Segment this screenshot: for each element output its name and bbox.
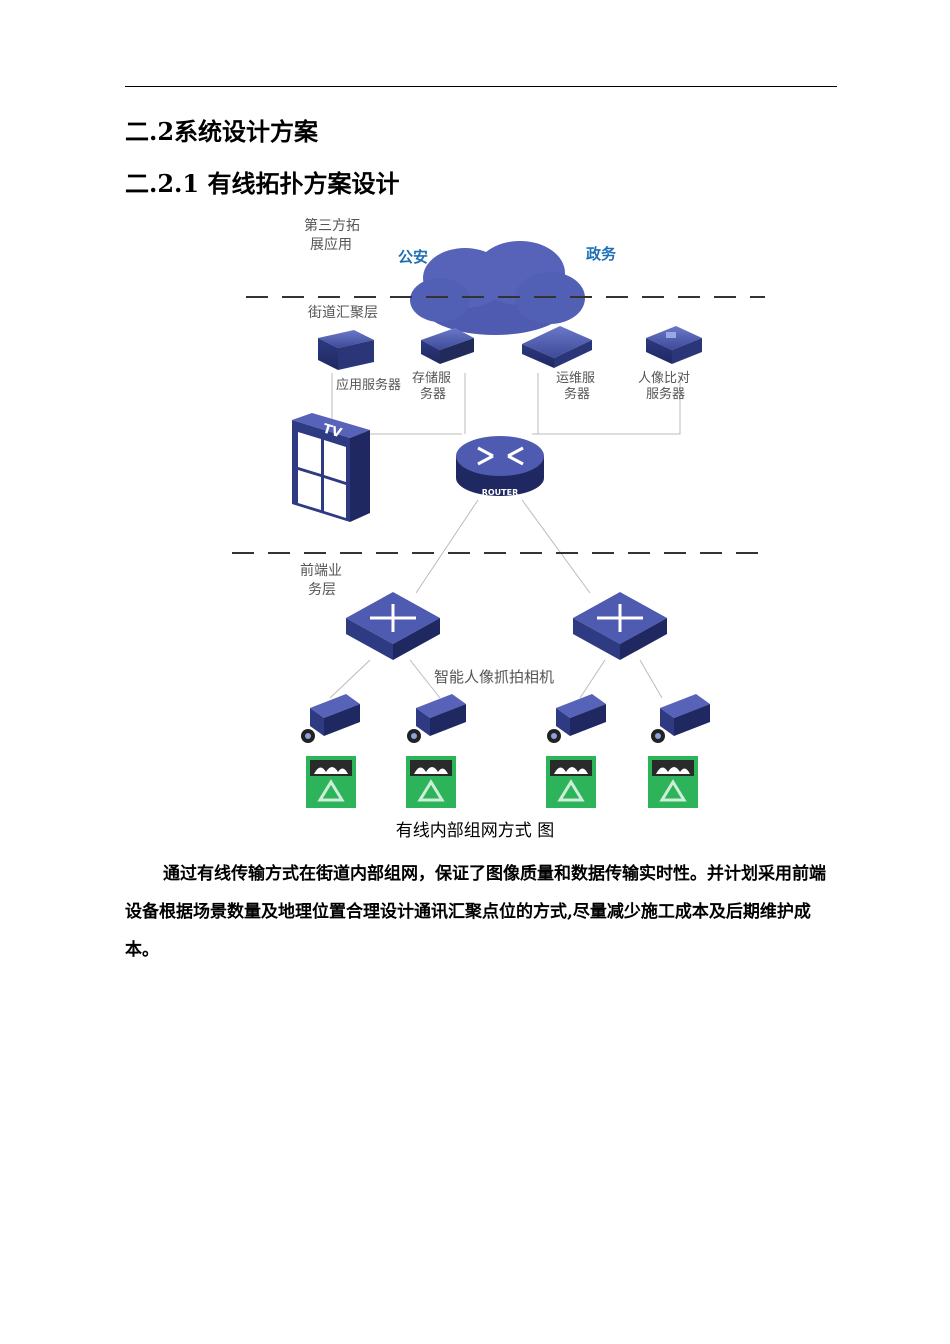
figure-caption: 有线内部组网方式 图 bbox=[395, 821, 555, 841]
storage-server-label-line1: 存储服 bbox=[412, 371, 451, 386]
third-party-label-line1: 第三方拓 bbox=[304, 217, 360, 234]
switch-left-icon bbox=[346, 592, 440, 660]
router-icon: ROUTER bbox=[456, 436, 544, 497]
ops-server-label-line1: 运维服 bbox=[556, 371, 595, 386]
face-compare-server-label-line1: 人像比对 bbox=[638, 371, 690, 386]
ops-server-icon bbox=[522, 326, 592, 368]
router-label: ROUTER bbox=[482, 488, 519, 497]
body-paragraph: 通过有线传输方式在街道内部组网，保证了图像质量和数据传输实时性。并计划采用前端设… bbox=[125, 855, 837, 969]
public-security-label: 公安 bbox=[398, 248, 428, 266]
connection-lines bbox=[329, 373, 681, 699]
government-label: 政务 bbox=[586, 245, 617, 263]
body-paragraph-text: 通过有线传输方式在街道内部组网，保证了图像质量和数据传输实时性。并计划采用前端设… bbox=[125, 864, 826, 960]
face-compare-server-label-line2: 服务器 bbox=[646, 386, 685, 402]
camera-icon bbox=[407, 694, 466, 743]
camera-icon bbox=[651, 694, 710, 743]
header-rule bbox=[125, 86, 837, 87]
app-server-label: 应用服务器 bbox=[336, 377, 401, 393]
face-compare-server-icon bbox=[646, 326, 702, 364]
network-topology-diagram: 第三方拓 展应用 公安 政务 街道汇聚层 应用服务器 存储服 务器 运维 bbox=[232, 217, 770, 808]
recycle-bin-icon bbox=[546, 756, 596, 808]
storage-server-label-line2: 务器 bbox=[420, 386, 446, 402]
recycle-bin-icon bbox=[406, 756, 456, 808]
front-layer-label-line2: 务层 bbox=[308, 582, 336, 598]
recycle-bin-icon bbox=[648, 756, 698, 808]
street-layer-label: 街道汇聚层 bbox=[308, 305, 378, 321]
recycle-bin-icon bbox=[306, 756, 356, 808]
camera-group-label: 智能人像抓拍相机 bbox=[434, 668, 554, 686]
tv-wall-icon: TV bbox=[292, 413, 370, 522]
camera-icon bbox=[547, 694, 606, 743]
section-heading: 二.2系统设计方案 bbox=[125, 117, 319, 146]
front-layer-label-line1: 前端业 bbox=[300, 562, 342, 579]
tv-label: TV bbox=[321, 421, 343, 441]
cloud-icon bbox=[410, 241, 585, 335]
third-party-label-line2: 展应用 bbox=[310, 236, 352, 253]
storage-server-icon bbox=[421, 328, 474, 364]
subsection-heading: 二.2.1 有线拓扑方案设计 bbox=[125, 169, 400, 198]
switch-right-icon bbox=[573, 592, 667, 660]
ops-server-label-line2: 务器 bbox=[564, 386, 590, 402]
camera-icon bbox=[301, 694, 360, 743]
app-server-icon bbox=[318, 330, 374, 370]
